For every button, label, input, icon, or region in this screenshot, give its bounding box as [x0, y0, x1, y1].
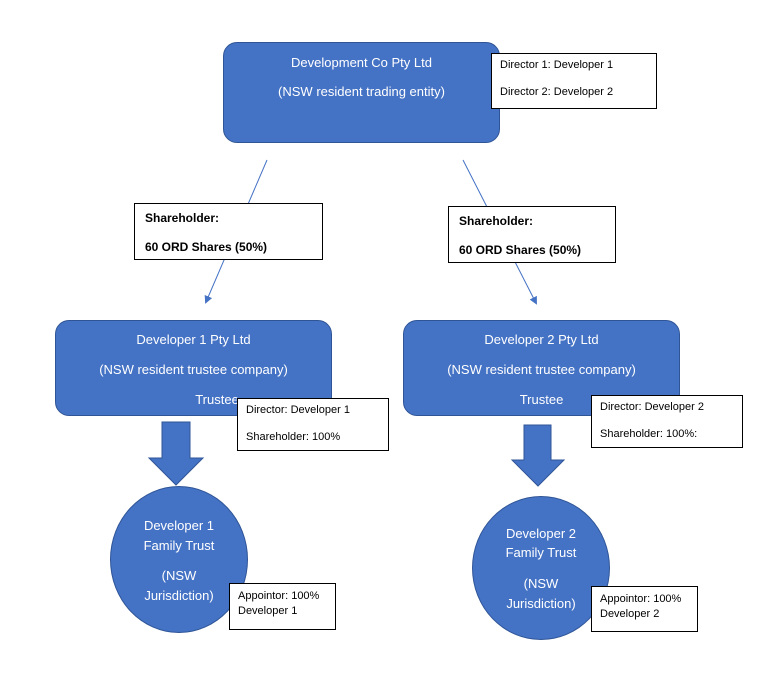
shareholding-note-1: Shareholder: 60 ORD Shares (50%) [134, 203, 323, 260]
shareholder-label: Shareholder: [459, 214, 534, 228]
appointor-line-1: Appointor: 100% [238, 590, 320, 602]
shareholder-text: Shareholder: 100% [246, 431, 341, 443]
director-text: Director: Developer 2 [600, 401, 704, 413]
trust-name-line-2: Family Trust [505, 545, 577, 560]
development-co-entity: Development Co Pty Ltd (NSW resident tra… [223, 42, 500, 143]
developer-1-family-trust: Developer 1 Family Trust (NSW Jurisdicti… [110, 486, 248, 633]
trust-name-line-1: Developer 2 [505, 526, 577, 541]
developer-2-appointor-note: Appointor: 100% Developer 2 [591, 586, 698, 632]
developer-2-pty-ltd-note: Director: Developer 2 Shareholder: 100%: [591, 395, 743, 448]
shares-text: 60 ORD Shares (50%) [459, 243, 582, 257]
developer-1-appointor-note: Appointor: 100% Developer 1 [229, 583, 336, 630]
entity-description: (NSW resident trustee company) [99, 362, 288, 377]
entity-name: Development Co Pty Ltd [291, 55, 432, 70]
trust-jurisdiction-line-2: Jurisdiction) [506, 596, 576, 611]
block-arrow-trustee-1 [147, 421, 205, 486]
trust-name-line-2: Family Trust [143, 538, 215, 553]
entity-role: Trustee [519, 392, 564, 407]
block-arrow-trustee-2 [510, 424, 566, 487]
shares-text: 60 ORD Shares (50%) [145, 240, 268, 254]
trust-jurisdiction-line-1: (NSW [161, 568, 197, 583]
trust-name-line-1: Developer 1 [143, 518, 215, 533]
trust-jurisdiction-line-2: Jurisdiction) [144, 588, 214, 603]
shareholder-label: Shareholder: [145, 211, 220, 225]
director-1-text: Director 1: Developer 1 [500, 59, 614, 71]
director-2-text: Director 2: Developer 2 [500, 86, 614, 98]
entity-description: (NSW resident trustee company) [447, 362, 636, 377]
developer-2-family-trust: Developer 2 Family Trust (NSW Jurisdicti… [472, 496, 610, 640]
appointor-line-2: Developer 2 [600, 608, 660, 620]
shareholding-note-2: Shareholder: 60 ORD Shares (50%) [448, 206, 616, 263]
developer-1-pty-ltd-note: Director: Developer 1 Shareholder: 100% [237, 398, 389, 451]
entity-description: (NSW resident trading entity) [278, 84, 445, 99]
entity-name: Developer 1 Pty Ltd [136, 332, 251, 347]
appointor-line-1: Appointor: 100% [600, 593, 682, 605]
appointor-line-2: Developer 1 [238, 605, 298, 617]
trust-jurisdiction-line-1: (NSW [523, 576, 559, 591]
shareholder-text: Shareholder: 100%: [600, 428, 698, 440]
entity-role: Trustee [195, 392, 239, 407]
entity-name: Developer 2 Pty Ltd [484, 332, 599, 347]
director-text: Director: Developer 1 [246, 404, 350, 416]
development-co-directors-note: Director 1: Developer 1 Director 2: Deve… [491, 53, 657, 109]
